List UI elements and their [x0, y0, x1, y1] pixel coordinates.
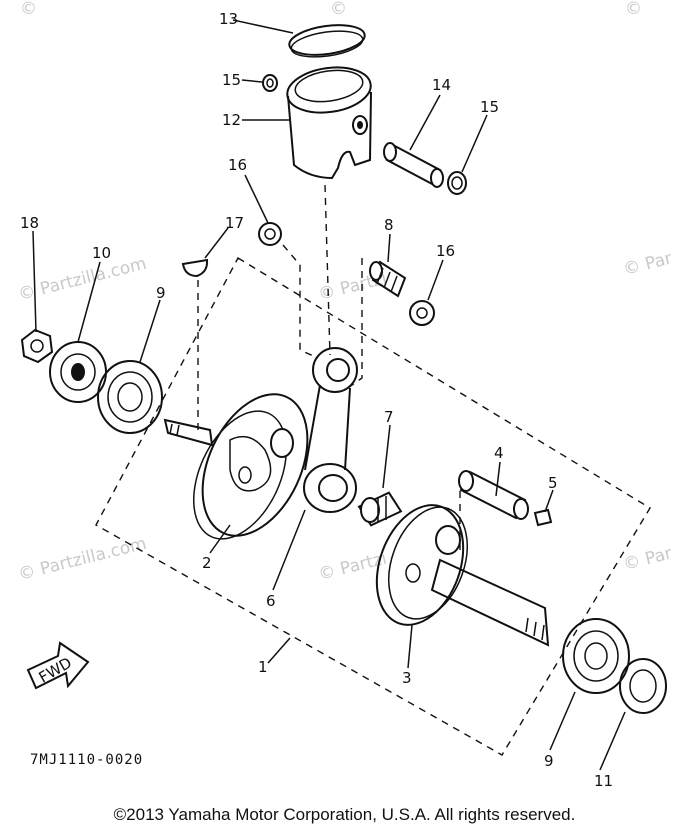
watermark-low-right: © Par	[621, 544, 674, 575]
align-line-washer-left	[282, 244, 319, 359]
callout-15-right: 15	[480, 98, 499, 116]
callout-2: 2	[202, 554, 212, 572]
crank-small-pin	[533, 508, 553, 527]
callout-3: 3	[402, 669, 412, 687]
callout-11: 11	[594, 772, 613, 790]
piston-pin-clip-right	[447, 171, 467, 195]
connecting-rod	[303, 347, 358, 513]
callout-7: 7	[384, 408, 394, 426]
oil-seal-right	[619, 658, 667, 714]
callout-15-top: 15	[222, 71, 241, 89]
piston-ring	[288, 24, 366, 58]
watermark-top-right: ©	[625, 0, 642, 19]
callout-8: 8	[384, 216, 394, 234]
leader-lines	[32, 19, 626, 771]
callout-6: 6	[266, 592, 276, 610]
thrust-washer-left	[258, 222, 282, 246]
watermark-mid-right: © Par	[621, 249, 674, 280]
callout-13: 13	[219, 10, 238, 28]
callout-12: 12	[222, 111, 241, 129]
watermark-low-left: © Partzilla.com	[16, 534, 148, 585]
crank-bearing-left	[97, 360, 163, 434]
crank-half-right	[375, 504, 550, 647]
crankshaft-piston-exploded-diagram: © © © © Partzilla.com © Partzi © Par © P…	[16, 0, 674, 790]
callout-16-right: 16	[436, 242, 455, 260]
piston	[286, 66, 372, 180]
small-end-needle-bearing	[369, 260, 407, 298]
copyright-footer: ©2013 Yamaha Motor Corporation, U.S.A. A…	[113, 805, 576, 824]
forward-arrow: FWD	[26, 641, 90, 690]
align-line-pin	[324, 184, 331, 356]
callout-17: 17	[225, 214, 244, 232]
callout-9-right: 9	[544, 752, 554, 770]
watermark-mid-left: © Partzilla.com	[16, 254, 148, 305]
callout-9-left: 9	[156, 284, 166, 302]
big-end-needle-bearing	[357, 491, 403, 527]
callout-4: 4	[494, 444, 504, 462]
watermark-top-left: ©	[20, 0, 37, 19]
crankshaft-nut	[20, 328, 54, 364]
callout-1: 1	[258, 658, 268, 676]
watermark-top-center: ©	[330, 0, 347, 19]
forward-arrow-label: FWD	[36, 654, 75, 687]
piston-pin-clip-left	[262, 74, 278, 92]
crank-pin	[458, 470, 529, 520]
callout-10: 10	[92, 244, 111, 262]
callout-5: 5	[548, 474, 558, 492]
diagram-code: 7MJ1110-0020	[30, 752, 144, 768]
piston-pin	[383, 142, 444, 188]
callout-18: 18	[20, 214, 39, 232]
thrust-washer-right	[409, 300, 435, 326]
crank-half-left	[163, 393, 309, 540]
callout-16-left: 16	[228, 156, 247, 174]
crank-bearing-right	[562, 618, 630, 694]
crank-assembly-boundary	[95, 257, 651, 756]
woodruff-key	[181, 258, 209, 278]
callout-14: 14	[432, 76, 451, 94]
